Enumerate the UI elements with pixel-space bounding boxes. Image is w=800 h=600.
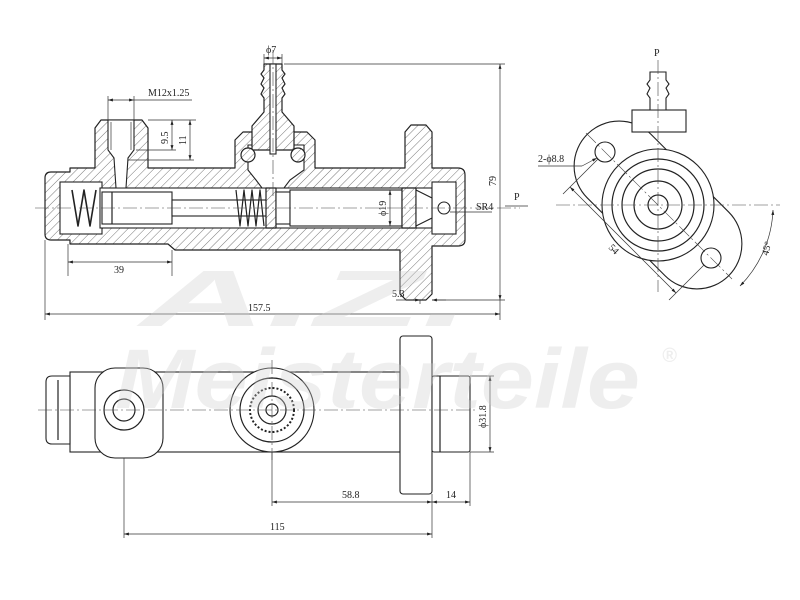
plan-view: ϕ31.8 58.8 14 115 xyxy=(38,335,494,538)
dim-label: 14 xyxy=(446,490,456,501)
port-boss xyxy=(94,367,164,459)
dim-label: 45° xyxy=(760,240,774,256)
pressure-port-marker: P xyxy=(505,192,528,207)
centerline xyxy=(585,132,733,280)
pressure-port-label: P xyxy=(654,48,660,59)
dim-thread-depth: 9.5 xyxy=(136,119,196,151)
dim-mounting-holes: 2-ϕ8.8 xyxy=(538,154,598,167)
dim-sphere-radius: SR4 xyxy=(450,202,493,213)
outlet-block xyxy=(631,109,687,133)
end-view: P 2-ϕ8.8 54 45° xyxy=(538,48,780,301)
grommet-seal xyxy=(240,147,256,163)
dim-label: ϕ7 xyxy=(266,45,276,56)
return-spring xyxy=(71,189,97,227)
dim-angle: 45° xyxy=(739,209,775,287)
dim-flange-offset: 5.3 xyxy=(392,289,446,304)
dim-label: 9.5 xyxy=(160,132,171,145)
dim-port-spacing: 115 xyxy=(123,458,432,538)
dim-label: 39 xyxy=(114,265,124,276)
grommet-seal xyxy=(290,147,306,163)
dim-label: 11 xyxy=(178,135,189,145)
dim-length-39: 39 xyxy=(67,244,173,276)
watermark-line2: Meisterteile xyxy=(115,332,640,426)
threaded-port xyxy=(107,119,135,189)
dim-label: SR4 xyxy=(476,202,493,213)
dim-spigot-diameter: ϕ31.8 xyxy=(470,375,494,453)
watermark-line1: A.Z. xyxy=(136,254,470,343)
dim-label: ϕ31.8 xyxy=(478,405,489,428)
dim-label: M12x1.25 xyxy=(148,88,189,99)
pressure-port-label: P xyxy=(514,192,520,203)
dim-label: 157.5 xyxy=(248,303,271,314)
dim-label: 58.8 xyxy=(342,490,360,501)
dim-spigot-length: 14 xyxy=(432,452,471,506)
dim-label: 79 xyxy=(488,176,499,186)
dim-port-depth: 11 xyxy=(128,120,194,161)
spigot xyxy=(431,375,471,453)
valve-cone xyxy=(415,189,433,227)
dim-bore-diameter: ϕ19 xyxy=(378,190,392,226)
watermark-registered: ® xyxy=(662,345,677,367)
dim-label: 2-ϕ8.8 xyxy=(538,154,564,165)
watermark-logo: A.Z. Meisterteile ® xyxy=(115,254,677,426)
section-view: ϕ7 M12x1.25 9.5 11 79 xyxy=(35,45,528,320)
dim-overall-length: 157.5 xyxy=(44,240,501,320)
dim-label: 115 xyxy=(270,522,285,533)
dim-thread: M12x1.25 xyxy=(107,88,192,120)
dim-label: ϕ19 xyxy=(378,201,389,216)
dim-label: 5.3 xyxy=(392,289,405,300)
dim-nipple-diameter: ϕ7 xyxy=(263,45,283,64)
